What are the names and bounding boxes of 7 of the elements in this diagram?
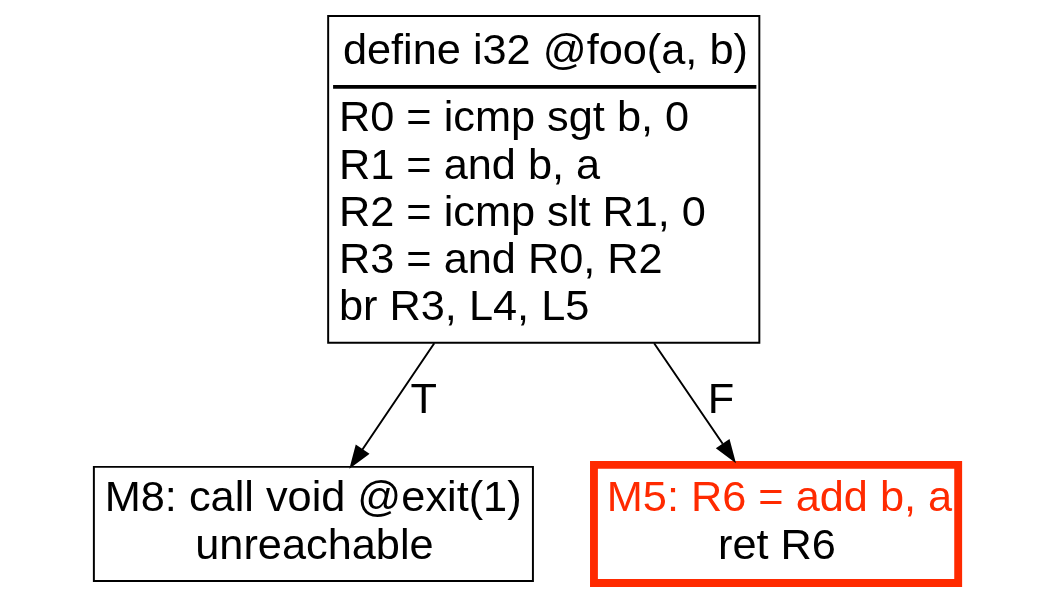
edge-label: T	[409, 373, 437, 422]
arrow	[348, 342, 435, 469]
node-box: define i32 @foo(a, b) R0 = icmp sgt b, 0 R1 = and b, a R2 = icmp slt R1, 0 R3 = and R0, R2 br R3, L4, L5	[326, 15, 760, 344]
arrow	[652, 342, 736, 464]
node-box: M5: R6 = add b, a ret R6	[589, 460, 962, 587]
edge-label: F	[707, 373, 734, 422]
node-box: M8: call void @exit(1) unreachable	[92, 465, 534, 583]
